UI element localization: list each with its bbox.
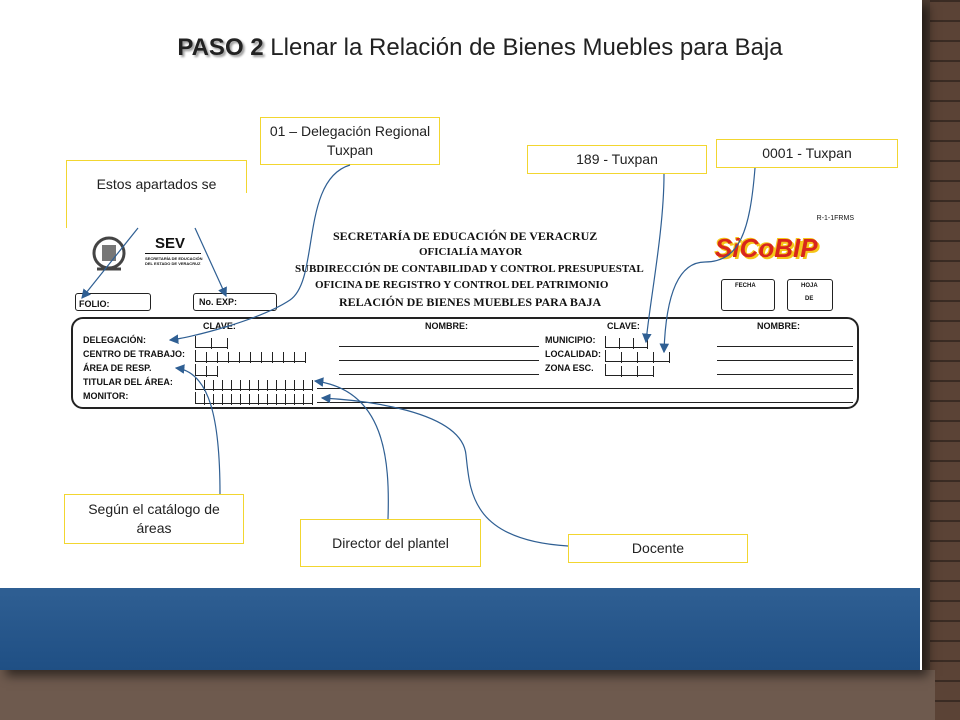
slide-title-rest: Llenar la Relación de Bienes Muebles par… (263, 34, 783, 61)
delegacion-cells (195, 336, 228, 349)
row-localidad: LOCALIDAD: (545, 349, 601, 359)
callout-area: Según el catálogo de áreas (64, 494, 244, 544)
area-cells (195, 364, 218, 377)
slide: PASO 2 Llenar la Relación de Bienes Mueb… (0, 0, 922, 670)
form-image: R-1-1FRMS SEV SECRETARÍA DE EDUCACIÓN DE… (67, 193, 860, 409)
folio-label: FOLIO: (79, 299, 110, 309)
nombre-right-label: NOMBRE: (757, 321, 800, 331)
nombre-rule-3 (339, 374, 539, 375)
titular-cells (195, 378, 313, 391)
form-heading-3: SUBDIRECCIÓN DE CONTABILIDAD Y CONTROL P… (295, 263, 644, 275)
monitor-cells (195, 392, 313, 405)
callout-delegacion: 01 – Delegación Regional Tuxpan (260, 117, 440, 165)
form-heading-1: SECRETARÍA DE EDUCACIÓN DE VERACRUZ (333, 229, 598, 243)
fecha-label: FECHA (735, 283, 756, 289)
slide-title: PASO 2 Llenar la Relación de Bienes Mueb… (0, 34, 960, 62)
slide-title-bold: PASO 2 (177, 34, 264, 61)
callout-docente: Docente (568, 534, 748, 563)
row-delegacion: DELEGACIÓN: (83, 335, 146, 345)
row-municipio: MUNICIPIO: (545, 335, 596, 345)
de-label: DE (805, 296, 814, 302)
centro-cells (195, 350, 306, 363)
coat-of-arms-icon (92, 236, 126, 271)
form-code: R-1-1FRMS (816, 215, 854, 222)
municipio-cells (605, 336, 648, 349)
clave-right-label: CLAVE: (607, 321, 640, 331)
nombre-right-rule-1 (717, 346, 853, 347)
no-exp-label: No. EXP: (199, 297, 238, 307)
row-area-resp: ÁREA DE RESP. (83, 363, 152, 373)
nombre-rule-2 (339, 360, 539, 361)
sev-logo: SEV (155, 235, 186, 252)
row-zona: ZONA ESC. (545, 363, 594, 373)
row-titular: TITULAR DEL ÁREA: (83, 377, 173, 387)
nombre-rule-4 (317, 388, 853, 389)
brick-background (930, 0, 960, 720)
sev-logo-rule (145, 253, 201, 254)
row-centro-trabajo: CENTRO DE TRABAJO: (83, 349, 186, 359)
sicobip-logo: SiCoBIP (715, 233, 818, 263)
nombre-rule-5 (317, 402, 853, 403)
nombre-left-label: NOMBRE: (425, 321, 468, 331)
zona-cells (605, 364, 654, 377)
nombre-rule-1 (339, 346, 539, 347)
sev-logo-sub: SECRETARÍA DE EDUCACIÓN DEL ESTADO DE VE… (145, 256, 203, 266)
clave-left-label: CLAVE: (203, 321, 236, 331)
callout-director: Director del plantel (300, 519, 481, 567)
slide-shadow-area (0, 670, 935, 720)
row-monitor: MONITOR: (83, 391, 129, 401)
hoja-label: HOJA (801, 283, 818, 289)
form-heading-2: OFICIALÍA MAYOR (419, 246, 523, 258)
form-heading-5: RELACIÓN DE BIENES MUEBLES PARA BAJA (339, 295, 602, 309)
callout-municipio: 189 - Tuxpan (527, 145, 707, 174)
localidad-cells (605, 350, 670, 363)
nombre-right-rule-3 (717, 374, 853, 375)
blue-footer-band (0, 588, 920, 670)
callout-localidad: 0001 - Tuxpan (716, 139, 898, 168)
nombre-right-rule-2 (717, 360, 853, 361)
hoja-box (787, 279, 833, 311)
form-heading-4: OFICINA DE REGISTRO Y CONTROL DEL PATRIM… (315, 279, 609, 291)
